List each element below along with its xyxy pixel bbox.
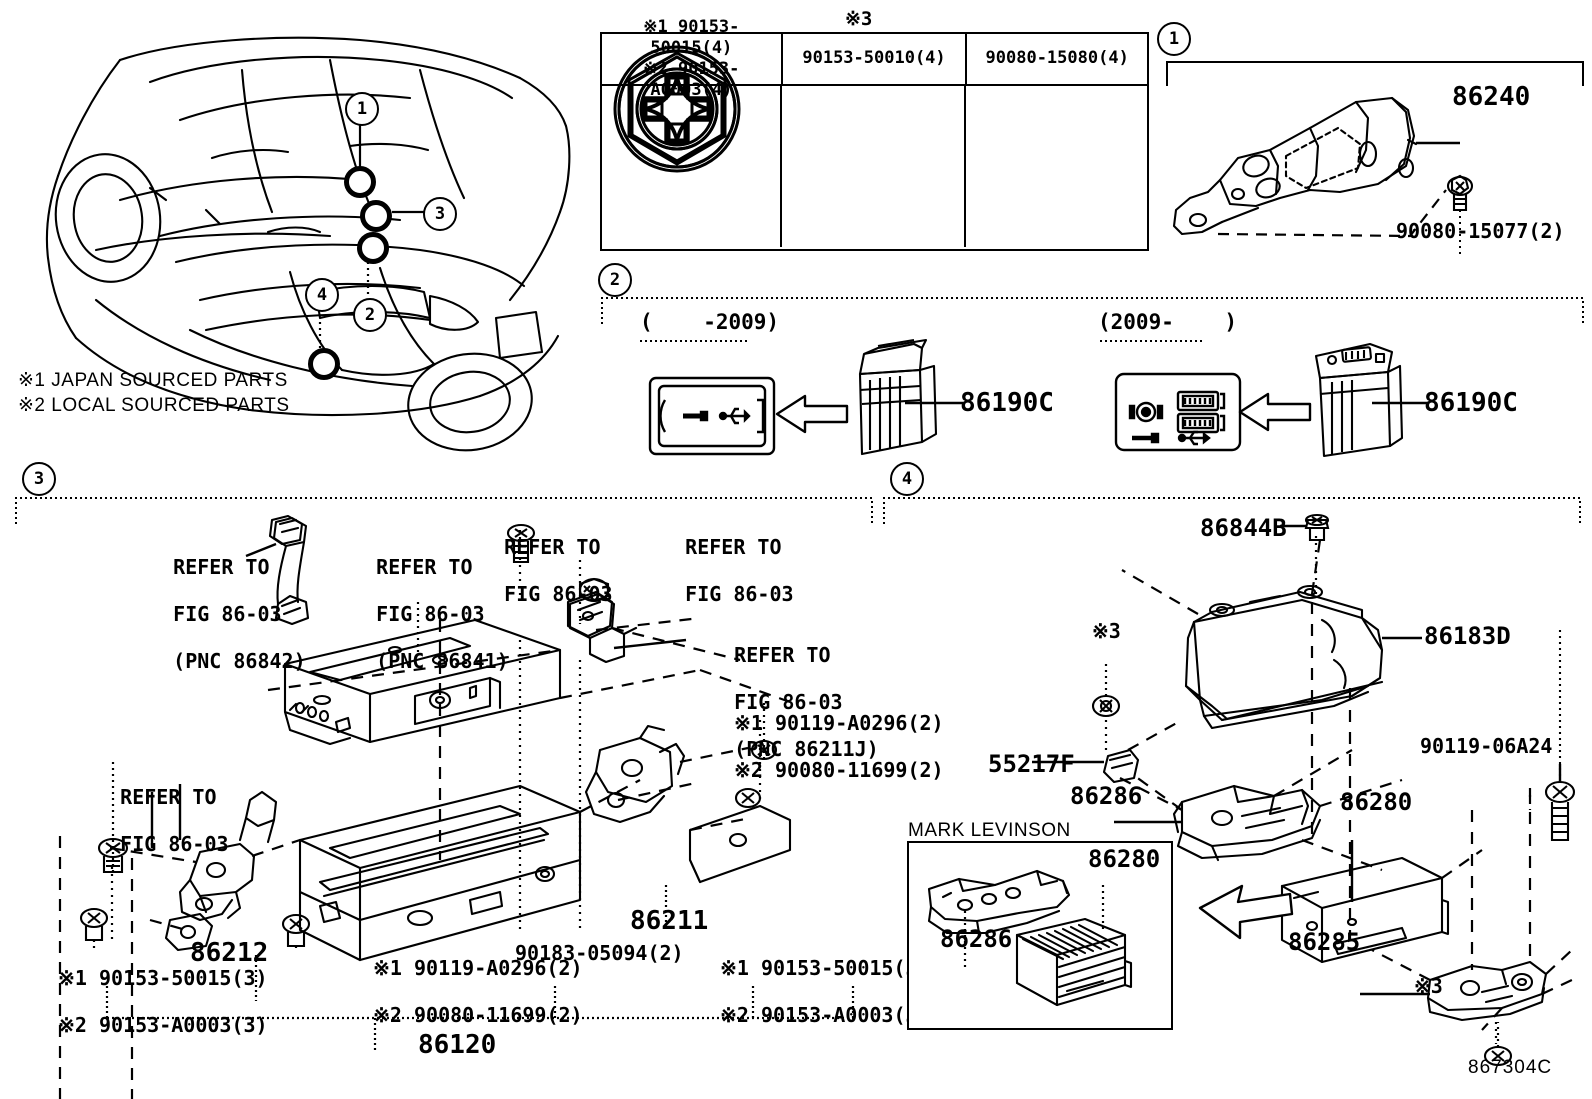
fastener-b-line2: ※2 90080-11699(2) [373, 1002, 583, 1027]
panel-2-right-leader [1372, 401, 1428, 405]
fastener-a-line1: ※1 90119-A0296(2) [734, 710, 944, 735]
mark-levinson-arrow-icon [1198, 884, 1294, 940]
refer-86841-line2: FIG 86-03 [376, 601, 485, 626]
panel-1-bracket-drawing [1172, 96, 1474, 254]
refer-86842-line2: FIG 86-03 [173, 601, 282, 626]
panel-3-refer-86842: REFER TO FIG 86-03 (PNC 86842) [125, 532, 306, 697]
panel-1-frame [1166, 61, 1584, 86]
refer-left-line1: REFER TO [120, 784, 217, 809]
panel-2-left-leader [905, 401, 963, 405]
callout-point-4 [308, 348, 340, 380]
panel-4-number: 4 [890, 462, 924, 496]
refer-86842-line3: (PNC 86842) [173, 648, 306, 673]
panel-2-right-connector-drawing [1314, 342, 1404, 458]
panel-4-part-86286: 86286 [1070, 782, 1143, 810]
panel-2-left-underline [640, 340, 748, 342]
refer-86841-line1: REFER TO [376, 554, 473, 579]
screw-col-2-line1: 90153-50010(4) [802, 48, 946, 69]
callout-marker-4: 4 [305, 278, 339, 312]
legend-note-local: ※2 LOCAL SOURCED PARTS [18, 395, 290, 416]
panel-3-fastener-b: ※1 90119-A0296(2) ※2 90080-11699(2) [325, 933, 583, 1051]
callout-point-2 [357, 232, 389, 264]
panel-2-left-connector-drawing [858, 338, 938, 456]
callout-marker-2: 2 [353, 298, 387, 332]
screw-table-title: ※3 [845, 8, 873, 30]
panel-3-fastener-a: ※1 90119-A0296(2) ※2 90080-11699(2) [686, 688, 944, 806]
callout-point-1 [344, 166, 376, 198]
refer-86211j-line2: FIG 86-03 [734, 689, 843, 714]
panel-4-part-86183D: 86183D [1424, 622, 1511, 650]
panel-2-left-arrow-icon [775, 394, 849, 434]
panel-4-part-86285: 86285 [1288, 928, 1361, 956]
panel-3-number: 3 [22, 462, 56, 496]
panel-3-assembly-drawing [58, 514, 792, 1099]
panel-1-part-screw: 90080-15077(2) [1396, 219, 1565, 243]
panel-3-part-86212: 86212 [190, 938, 269, 968]
fastener-b-line1: ※1 90119-A0296(2) [373, 955, 583, 980]
panel-2-number: 2 [598, 263, 632, 297]
panel-3-part-86211: 86211 [630, 906, 709, 936]
panel-3-part-90183: 90183-05094(2) [515, 941, 684, 965]
panel-4-part-86280: 86280 [1340, 788, 1413, 816]
panel-3-refer-top-right: REFER TO FIG 86-03 [637, 512, 794, 630]
panel-3-86211-leader [664, 885, 668, 923]
mark-levinson-part-86280: 86280 [1088, 845, 1161, 873]
panel-1-number: 1 [1157, 22, 1191, 56]
panel-2-left-period: ( -2009) [640, 310, 780, 334]
panel-4-mark-asterisk-2: ※3 [1414, 974, 1443, 998]
fastener-c-line1: ※1 90153-50015(3) [58, 965, 268, 990]
panel-2-frame [601, 297, 1584, 324]
panel-2-left-port-icon [648, 376, 776, 456]
callout-marker-1: 1 [345, 92, 379, 126]
panel-4-frame [883, 497, 1581, 524]
fastener-a-line2: ※2 90080-11699(2) [734, 757, 944, 782]
phillips-screw-star-icon [617, 49, 737, 169]
panel-4-part-86844B: 86844B [1200, 514, 1287, 542]
panel-3-fastener-c: ※1 90153-50015(3) ※2 90153-A0003(3) [10, 943, 268, 1061]
panel-2-right-underline [1100, 340, 1203, 342]
fastener-d-line2: ※2 90153-A0003(3) [720, 1002, 930, 1027]
screw-col-2-header: 90153-50010(4) [783, 34, 968, 84]
screw-col-3-header: 90080-15080(4) [967, 34, 1147, 84]
refer-topright-line2: FIG 86-03 [685, 581, 794, 606]
fastener-d-line1: ※1 90153-50015(3) [720, 955, 930, 980]
mark-levinson-inset-drawing [927, 869, 1133, 1007]
screw-icon-cell-3 [617, 49, 1145, 247]
panel-2-right-arrow-icon [1238, 392, 1312, 432]
panel-3-fastener-d: ※1 90153-50015(3) ※2 90153-A0003(3) [672, 933, 930, 1051]
callout-point-3 [360, 200, 392, 232]
screw-table: ※1 90153-50015(4) ※2 90153-A0003(4) 9015… [600, 17, 1149, 251]
fastener-c-line2: ※2 90153-A0003(3) [58, 1012, 268, 1037]
panel-4-assembly-drawing [1032, 513, 1576, 1067]
callout-marker-3: 3 [423, 197, 457, 231]
panel-4-part-90119: 90119-06A24 [1420, 734, 1553, 758]
panel-4-mark-asterisk-1: ※3 [1092, 619, 1121, 643]
figure-id: 867304C [1468, 1057, 1553, 1078]
refer-86211j-line1: REFER TO [734, 642, 831, 667]
panel-3-bottom-bracket [105, 986, 855, 1050]
panel-2-left-part: 86190C [960, 388, 1054, 418]
panel-3-part-86120: 86120 [418, 1030, 497, 1060]
mark-levinson-part-86286: 86286 [940, 925, 1013, 953]
panel-2-right-period: (2009- ) [1098, 310, 1238, 334]
panel-2-right-part: 86190C [1424, 388, 1518, 418]
screw-icon-cell-2 [617, 49, 966, 247]
panel-3-refer-left: REFER TO FIG 86-03 [72, 762, 228, 880]
panel-3-frame [15, 497, 873, 524]
screw-col-3-line1: 90080-15080(4) [985, 48, 1129, 69]
legend-note-japan: ※1 JAPAN SOURCED PARTS [18, 370, 288, 391]
panel-4-part-55217F: 55217F [988, 750, 1075, 778]
panel-1-part-86240: 86240 [1452, 82, 1531, 112]
panel-3-86212-leader [254, 955, 258, 1001]
panel-3-refer-86211j: REFER TO FIG 86-03 (PNC 86211J) [686, 620, 879, 785]
panel-2-right-port-icon [1114, 372, 1242, 452]
mark-levinson-title: MARK LEVINSON [908, 820, 1071, 841]
refer-topright-line1: REFER TO [685, 534, 782, 559]
refer-86842-line1: REFER TO [173, 554, 270, 579]
